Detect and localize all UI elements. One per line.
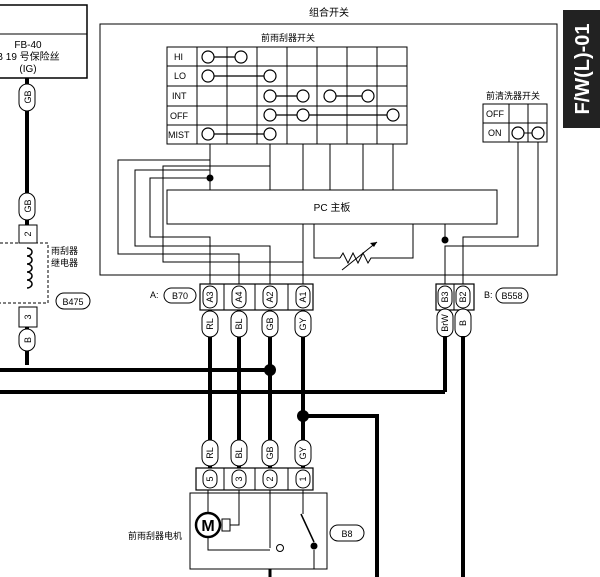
motor-pin: 3 xyxy=(231,469,247,489)
page-code: F/W(L)-01 xyxy=(572,23,594,114)
svg-text:1: 1 xyxy=(298,476,308,481)
wiper-switch-grid: HI LO INT OFF MIST xyxy=(166,46,408,145)
position-int: INT xyxy=(172,91,187,101)
motor-pin: 5 xyxy=(202,469,218,489)
svg-text:A3: A3 xyxy=(205,291,215,302)
pc-board xyxy=(166,189,498,225)
wiper-switch-title: 前雨刮器开关 xyxy=(261,32,315,43)
position-hi: HI xyxy=(174,52,183,62)
motor-label: 前雨刮器电机 xyxy=(128,530,182,541)
wiper-motor: 前雨刮器电机 M B8 xyxy=(128,490,365,577)
relay-label-1: 雨刮器 xyxy=(51,245,78,256)
motor-symbol: M xyxy=(201,518,214,535)
connector-a-pin: A4 xyxy=(231,285,247,309)
svg-text:GY: GY xyxy=(298,446,308,459)
connector-b-name: B558 xyxy=(501,291,522,301)
position-mist: MIST xyxy=(168,130,190,140)
wire-label-b: BrW xyxy=(436,308,454,338)
motor-connector: 5 3 2 1 xyxy=(195,467,314,491)
wire-label-gb-2: GB xyxy=(18,192,36,221)
svg-text:3: 3 xyxy=(23,314,33,319)
connector-a-pin: A2 xyxy=(262,285,278,309)
wire-label-motor: RL xyxy=(201,439,219,467)
svg-text:GB: GB xyxy=(265,446,275,459)
svg-text:A4: A4 xyxy=(234,291,244,302)
wire-label-a: GY xyxy=(294,310,312,338)
connector-a: A: B70 A3 A4 A2 A1 xyxy=(150,283,314,311)
svg-text:BL: BL xyxy=(234,318,244,329)
wire-label-b-relay: B xyxy=(18,328,36,352)
junction-dot-b xyxy=(441,236,449,244)
combo-switch-title: 组合开关 xyxy=(309,6,349,19)
wire-label-motor: GY xyxy=(294,439,312,467)
svg-text:GB: GB xyxy=(23,199,33,212)
motor-connector-name: B8 xyxy=(341,529,352,539)
fuse-name: FB-40 xyxy=(14,40,42,51)
fuse-state: (IG) xyxy=(19,64,36,75)
svg-text:B: B xyxy=(458,320,468,326)
svg-text:3: 3 xyxy=(234,476,244,481)
svg-text:A:: A: xyxy=(150,290,159,300)
svg-text:2: 2 xyxy=(265,476,275,481)
motor-pin: 1 xyxy=(295,469,311,489)
relay-connector: B475 xyxy=(62,297,83,307)
motor-pin: 2 xyxy=(262,469,278,489)
svg-text:RL: RL xyxy=(205,447,215,459)
svg-text:A2: A2 xyxy=(265,291,275,302)
svg-text:BL: BL xyxy=(234,447,244,458)
svg-text:BrW: BrW xyxy=(440,314,450,332)
svg-text:B: B xyxy=(23,337,33,343)
wire-label-a: GB xyxy=(261,310,279,338)
wire-label-b: B xyxy=(454,308,472,338)
fuse-box: FB-40 B 19 号保险丝 (IG) xyxy=(0,4,88,79)
combo-switch-box xyxy=(99,23,558,276)
washer-position-off: OFF xyxy=(486,109,504,119)
harness-wires-left xyxy=(117,144,304,284)
svg-text:2: 2 xyxy=(23,231,33,236)
splice-dot-2 xyxy=(297,410,309,422)
wire-label-motor: GB xyxy=(261,439,279,467)
wire-label-gb-1: GB xyxy=(18,83,36,112)
washer-switch-title: 前清洗器开关 xyxy=(486,90,540,101)
connector-a-pin: A1 xyxy=(295,285,311,309)
gy-branch-wire xyxy=(303,414,379,577)
wire-label-a: BL xyxy=(230,310,248,338)
connector-a-name: B70 xyxy=(172,291,188,301)
svg-text:RL: RL xyxy=(205,318,215,330)
connector-b-pin: B2 xyxy=(455,285,471,309)
svg-text:5: 5 xyxy=(205,476,215,481)
wire-label-motor: BL xyxy=(230,439,248,467)
position-lo: LO xyxy=(174,71,186,81)
pc-board-label: PC 主板 xyxy=(314,201,351,214)
wire-label-a: RL xyxy=(201,310,219,338)
connector-b-pin: B3 xyxy=(437,285,453,309)
relay-label-2: 继电器 xyxy=(51,257,78,268)
svg-text:B3: B3 xyxy=(440,291,450,302)
svg-text:GB: GB xyxy=(23,90,33,103)
svg-text:A1: A1 xyxy=(298,291,308,302)
wiper-relay: 2 雨刮器 继电器 3 B475 xyxy=(0,224,91,328)
svg-text:GB: GB xyxy=(265,317,275,330)
position-off: OFF xyxy=(170,111,188,121)
washer-switch-grid: OFF ON xyxy=(482,103,548,143)
switch-to-board-wires xyxy=(209,144,394,190)
fuse-desc: B 19 号保险丝 xyxy=(0,50,60,63)
washer-position-on: ON xyxy=(488,128,502,138)
svg-text:B2: B2 xyxy=(458,291,468,302)
page-code-tab xyxy=(563,10,600,128)
svg-text:B:: B: xyxy=(484,290,493,300)
svg-text:GY: GY xyxy=(298,317,308,330)
connector-a-pin: A3 xyxy=(202,285,218,309)
variable-resistor-icon xyxy=(313,224,414,271)
